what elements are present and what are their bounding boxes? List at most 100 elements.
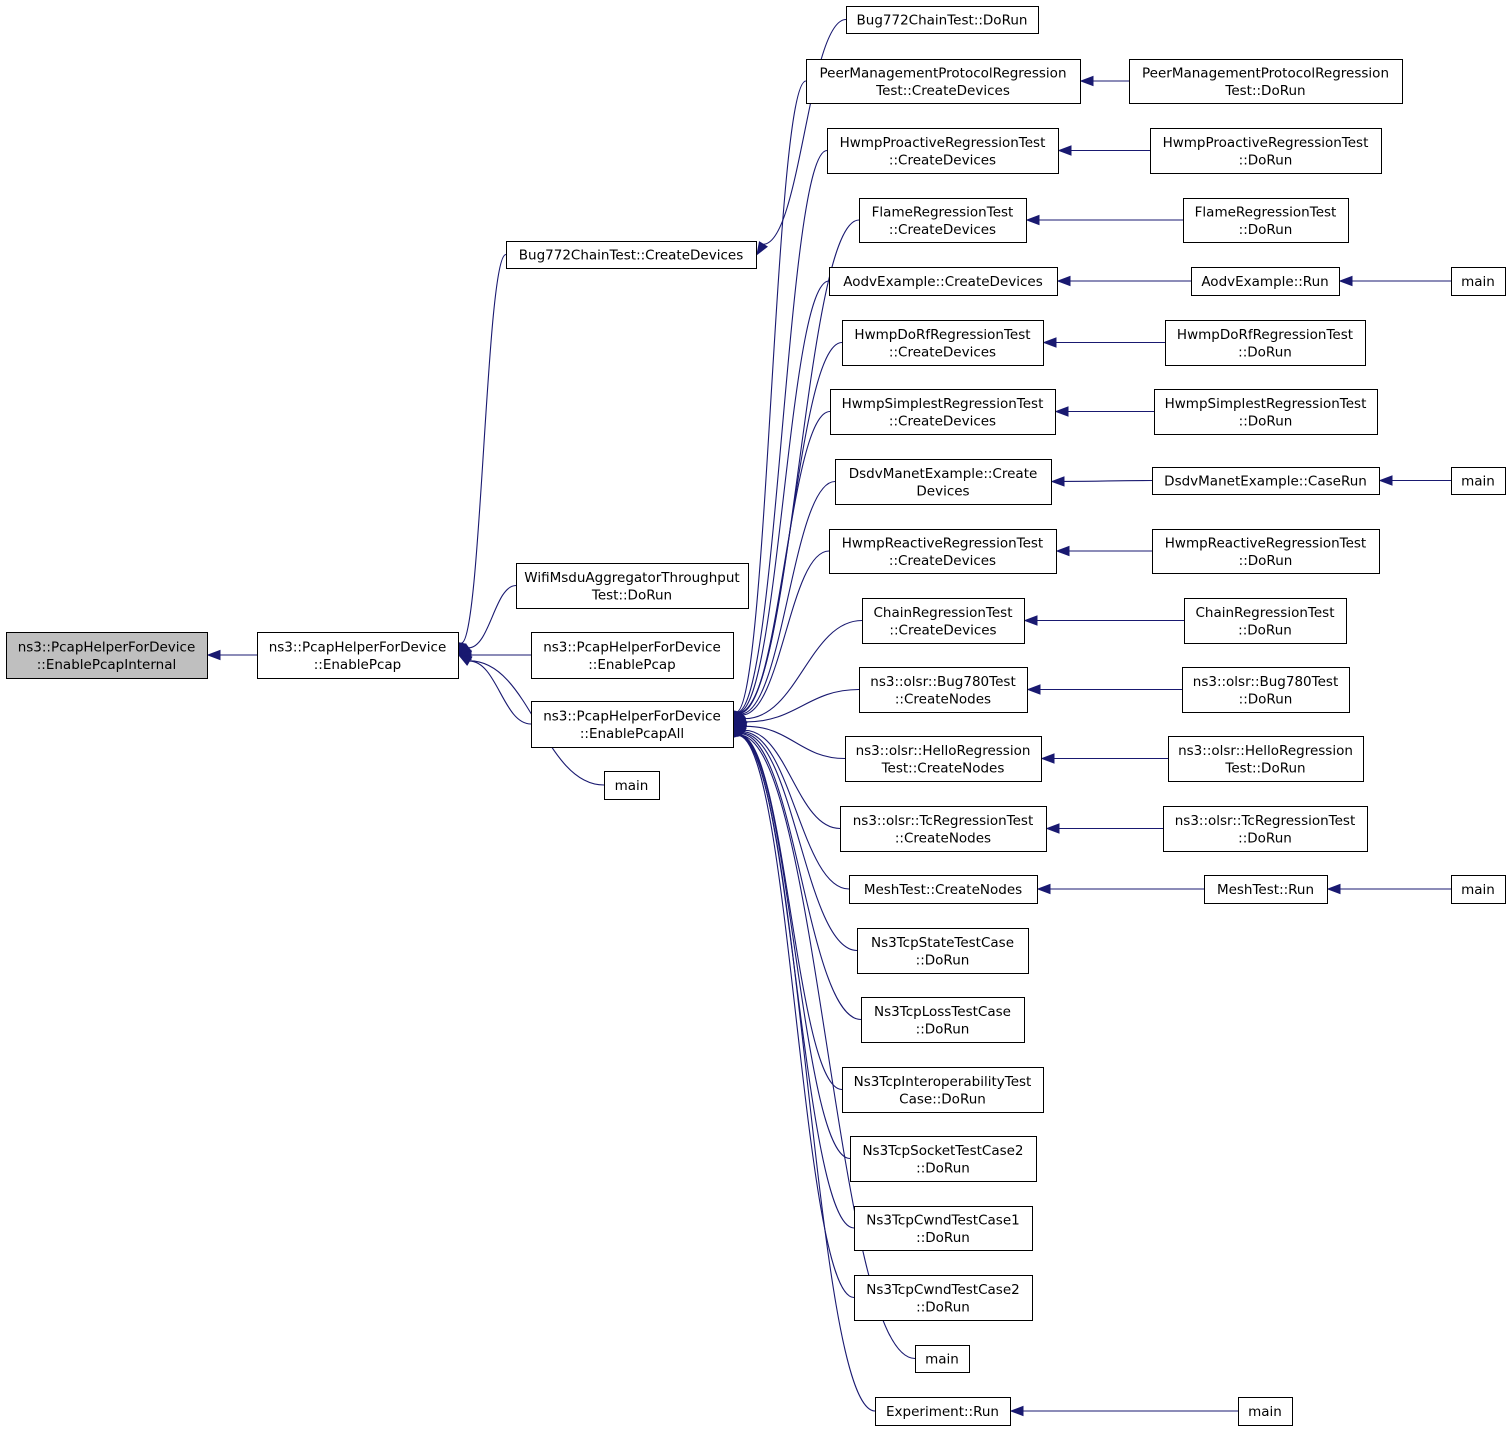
call-edge-line	[736, 149, 828, 713]
node-tcpcwnd2[interactable]: Ns3TcpCwndTestCase2::DoRun	[854, 1275, 1033, 1321]
node-chain-cd[interactable]: ChainRegressionTest::CreateDevices	[862, 598, 1025, 644]
call-edge	[756, 18, 847, 256]
node-label-line: main	[1248, 1404, 1282, 1420]
node-label-line: ChainRegressionTest	[1196, 605, 1335, 621]
node-box	[875, 1397, 1011, 1426]
node-tcpcwnd1[interactable]: Ns3TcpCwndTestCase1::DoRun	[854, 1206, 1033, 1251]
node-label-line: ::CreateNodes	[895, 691, 991, 707]
node-enablepcap2[interactable]: ns3::PcapHelperForDevice::EnablePcap	[531, 632, 734, 679]
node-tc-cn[interactable]: ns3::olsr::TcRegressionTest::CreateNodes	[840, 806, 1047, 852]
call-edge	[1026, 684, 1182, 695]
node-hwmpdorf-cd[interactable]: HwmpDoRfRegressionTest::CreateDevices	[842, 320, 1044, 366]
node-aodv-main[interactable]: main	[1451, 267, 1506, 296]
node-hwmpsimp-cd[interactable]: HwmpSimplestRegressionTest::CreateDevice…	[830, 389, 1056, 435]
call-edge-line	[469, 660, 532, 725]
node-tcpsock2[interactable]: Ns3TcpSocketTestCase2::DoRun	[850, 1136, 1037, 1182]
node-label-line: ::DoRun	[916, 1230, 970, 1246]
call-edge	[1055, 545, 1152, 557]
node-box	[1184, 598, 1347, 644]
node-dsdv-main[interactable]: main	[1451, 467, 1506, 495]
node-pmp-run[interactable]: PeerManagementProtocolRegressionTest::Do…	[1129, 59, 1403, 104]
call-edge-line	[1063, 479, 1153, 482]
node-label-line: ns3::olsr::HelloRegression	[856, 743, 1031, 759]
call-edge-line	[744, 729, 841, 830]
node-label-line: Ns3TcpLossTestCase	[874, 1004, 1011, 1020]
node-label-line: DsdvManetExample::CaseRun	[1164, 474, 1367, 490]
call-edge	[1378, 475, 1451, 486]
node-label-line: ::DoRun	[1238, 830, 1292, 846]
node-mesh-cn[interactable]: MeshTest::CreateNodes	[849, 875, 1038, 904]
node-enablepcapall[interactable]: ns3::PcapHelperForDevice::EnablePcapAll	[531, 701, 734, 748]
call-edge	[1023, 615, 1185, 626]
node-exprun[interactable]: Experiment::Run	[875, 1397, 1011, 1426]
node-box	[846, 6, 1039, 34]
node-label-line: ns3::olsr::Bug780Test	[1193, 674, 1338, 690]
node-tcploss[interactable]: Ns3TcpLossTestCase::DoRun	[861, 997, 1025, 1043]
node-exp-main[interactable]: main	[1238, 1397, 1293, 1426]
node-bug772run[interactable]: Bug772ChainTest::DoRun	[846, 6, 1039, 34]
node-box	[1168, 736, 1364, 782]
arrow-head-icon	[1055, 545, 1070, 557]
node-mesh-run[interactable]: MeshTest::Run	[1204, 875, 1328, 904]
call-edge-line	[460, 253, 507, 644]
node-hwmpdorf-run[interactable]: HwmpDoRfRegressionTest::DoRun	[1165, 320, 1366, 366]
node-label-line: WifiMsduAggregatorThroughput	[524, 570, 739, 586]
node-box	[1150, 128, 1382, 174]
edges-layer	[206, 18, 1451, 1417]
node-label-line: main	[1461, 882, 1495, 898]
node-pmp-cd[interactable]: PeerManagementProtocolRegressionTest::Cr…	[806, 59, 1081, 104]
node-label-line: Test::DoRun	[591, 587, 672, 603]
node-bug772cd[interactable]: Bug772ChainTest::CreateDevices	[506, 241, 757, 269]
node-enablepcap[interactable]: ns3::PcapHelperForDevice::EnablePcap	[257, 632, 459, 679]
node-hwmpsimp-run[interactable]: HwmpSimplestRegressionTest::DoRun	[1154, 389, 1378, 435]
node-box	[516, 563, 749, 609]
node-tc-run[interactable]: ns3::olsr::TcRegressionTest::DoRun	[1163, 806, 1368, 852]
node-hwmppro-run[interactable]: HwmpProactiveRegressionTest::DoRun	[1150, 128, 1382, 174]
node-bug780-run[interactable]: ns3::olsr::Bug780Test::DoRun	[1182, 667, 1350, 713]
node-mesh-main[interactable]: main	[1451, 875, 1506, 904]
node-flame-cd[interactable]: FlameRegressionTest::CreateDevices	[859, 198, 1027, 243]
node-label-line: DsdvManetExample::Create	[849, 466, 1038, 482]
node-label-line: ::CreateDevices	[889, 152, 996, 168]
node-dsdv-run[interactable]: DsdvManetExample::CaseRun	[1152, 467, 1380, 495]
node-bug780-cn[interactable]: ns3::olsr::Bug780Test::CreateNodes	[859, 667, 1028, 713]
node-hwmpreac-cd[interactable]: HwmpReactiveRegressionTest::CreateDevice…	[829, 529, 1057, 574]
node-dsdv-cd[interactable]: DsdvManetExample::CreateDevices	[835, 459, 1052, 505]
call-edge-line	[468, 584, 517, 649]
node-label-line: ::EnablePcap	[588, 657, 676, 673]
node-chain-run[interactable]: ChainRegressionTest::DoRun	[1184, 598, 1347, 644]
node-label-line: ::DoRun	[916, 1299, 970, 1315]
node-tcpstate[interactable]: Ns3TcpStateTestCase::DoRun	[857, 928, 1029, 974]
node-main-c3[interactable]: main	[915, 1345, 970, 1373]
node-hwmppro-cd[interactable]: HwmpProactiveRegressionTest::CreateDevic…	[827, 128, 1059, 174]
node-box	[1183, 198, 1349, 243]
node-label-line: ns3::PcapHelperForDevice	[543, 708, 721, 724]
call-edge-line	[740, 480, 836, 715]
arrow-head-icon	[1326, 883, 1341, 895]
node-label-line: Test::CreateNodes	[881, 760, 1005, 776]
node-box	[6, 632, 208, 679]
node-label-line: Test::DoRun	[1224, 83, 1305, 99]
node-aodv-cd[interactable]: AodvExample::CreateDevices	[829, 267, 1058, 296]
node-label-line: main	[925, 1352, 959, 1368]
node-label-line: Ns3TcpCwndTestCase1	[866, 1212, 1019, 1228]
node-label-line: ::CreateDevices	[889, 622, 996, 638]
call-edge	[457, 654, 532, 725]
arrow-head-icon	[1050, 476, 1065, 487]
node-hello-cn[interactable]: ns3::olsr::HelloRegressionTest::CreateNo…	[845, 736, 1042, 782]
node-main-c1[interactable]: main	[604, 771, 660, 800]
node-aodv-run[interactable]: AodvExample::Run	[1191, 267, 1340, 296]
node-hwmpreac-run[interactable]: HwmpReactiveRegressionTest::DoRun	[1152, 529, 1380, 574]
node-label-line: ns3::olsr::TcRegressionTest	[1175, 813, 1356, 829]
call-edge	[1057, 145, 1151, 156]
node-label-line: HwmpProactiveRegressionTest	[1163, 135, 1369, 151]
node-flame-run[interactable]: FlameRegressionTest::DoRun	[1183, 198, 1349, 243]
call-edge-line	[739, 734, 916, 1360]
node-label-line: HwmpReactiveRegressionTest	[1165, 535, 1366, 551]
node-box	[835, 459, 1052, 505]
arrow-head-icon	[1057, 145, 1072, 156]
call-edge	[733, 722, 851, 1160]
